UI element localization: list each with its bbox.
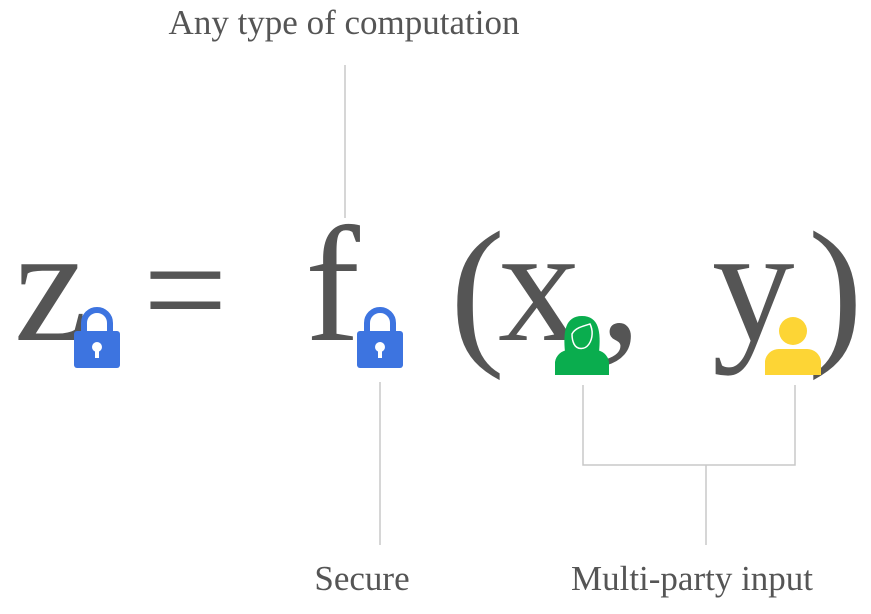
open-paren: ( bbox=[450, 198, 505, 381]
secure-label: Secure bbox=[314, 559, 409, 598]
inputs-bracket bbox=[582, 385, 796, 466]
user-icon bbox=[765, 317, 821, 375]
close-paren: ) bbox=[808, 198, 863, 381]
equals-sign: = bbox=[143, 207, 228, 373]
function-f: f bbox=[305, 193, 360, 376]
multi-party-input-label: Multi-party input bbox=[571, 559, 813, 598]
female-user-icon bbox=[555, 316, 609, 375]
input-y: y bbox=[712, 193, 795, 376]
lock-icon bbox=[357, 307, 403, 368]
lock-icon bbox=[74, 307, 120, 368]
computation-label: Any type of computation bbox=[169, 3, 520, 42]
comma: , bbox=[600, 193, 641, 376]
